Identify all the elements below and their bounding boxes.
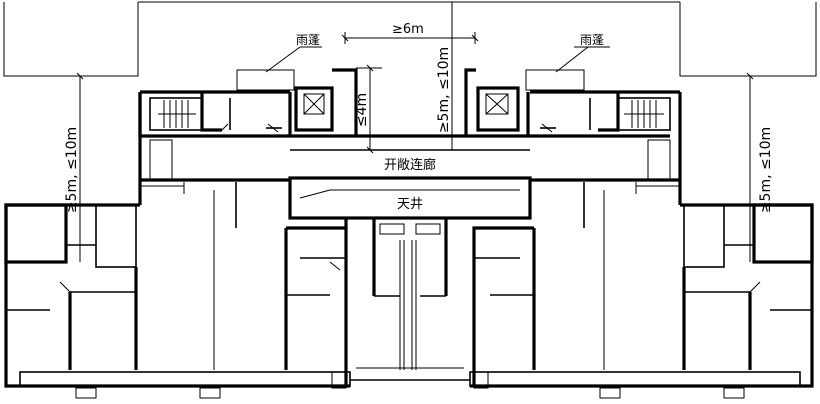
courtyard: 天井 xyxy=(288,176,532,220)
site-boundary xyxy=(3,1,817,94)
core-right xyxy=(464,68,682,136)
stair-left-icon xyxy=(158,100,196,128)
building-left xyxy=(4,178,405,399)
building-right xyxy=(411,178,814,399)
dimension-center: ≥5m, ≤10m xyxy=(436,2,453,150)
elevator-left-icon xyxy=(294,86,334,132)
canopy-left-label: 雨蓬 xyxy=(296,33,320,47)
elevator-right-icon xyxy=(476,86,520,132)
corridor-label: 开敞连廊 xyxy=(384,157,436,173)
bottom-connector xyxy=(350,367,470,381)
dim-right-label: ≥5m, ≤10m xyxy=(758,127,774,213)
dimension-right: ≥5m, ≤10m xyxy=(746,72,774,262)
canopy-right: 雨蓬 xyxy=(525,33,610,91)
dimension-top: ≥6m xyxy=(341,22,479,44)
dimension-core: ≤4m xyxy=(354,64,382,154)
open-corridor: 开敞连廊 xyxy=(138,134,682,205)
dim-center-label: ≥5m, ≤10m xyxy=(436,47,452,133)
courtyard-label: 天井 xyxy=(397,197,423,212)
dim-left-label: ≥5m, ≤10m xyxy=(64,127,80,213)
dim-top-label: ≥6m xyxy=(392,22,424,37)
stair-right-icon xyxy=(624,100,664,128)
core-left xyxy=(138,68,358,138)
dimension-left: ≥5m, ≤10m xyxy=(64,72,84,262)
canopy-left: 雨蓬 xyxy=(236,33,322,91)
canopy-right-label: 雨蓬 xyxy=(580,33,604,47)
dim-core-label: ≤4m xyxy=(354,93,370,127)
